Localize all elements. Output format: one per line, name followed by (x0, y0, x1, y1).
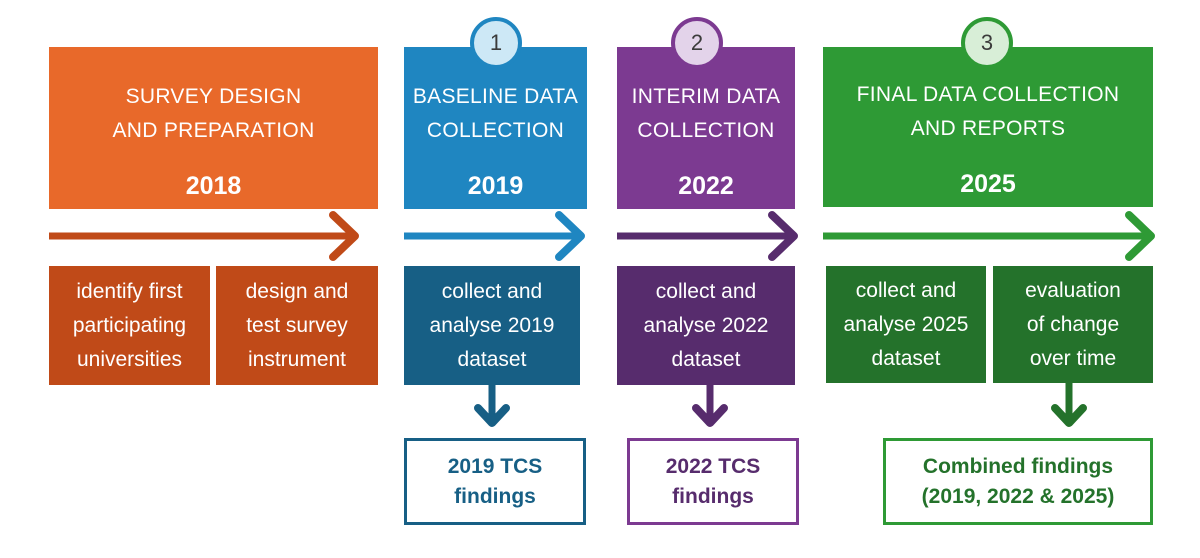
timeline-arrow-blue (404, 211, 585, 261)
phase-title-line1: BASELINE DATA (412, 85, 579, 108)
down-arrow-combined (1051, 383, 1087, 427)
task-line: collect and (441, 279, 543, 303)
task-collect-2025: collect and analyse 2025 dataset (826, 266, 986, 383)
down-arrow-2019 (474, 385, 510, 427)
phase-header-baseline: BASELINE DATA COLLECTION 2019 (404, 47, 587, 209)
task-line: collect and (655, 279, 757, 303)
finding-line: findings (672, 484, 754, 508)
phase-title-line1: INTERIM DATA (631, 85, 781, 108)
phase-title-line2: AND PREPARATION (112, 119, 315, 142)
task-line: analyse 2022 (643, 313, 769, 337)
phase-badge-1: 1 (470, 17, 522, 69)
task-line: over time (1029, 346, 1117, 370)
task-collect-2019: collect and analyse 2019 dataset (404, 266, 580, 385)
timeline-arrow-orange (49, 211, 359, 261)
phase-title-line2: COLLECTION (426, 119, 565, 142)
task-evaluation-change: evaluation of change over time (993, 266, 1153, 383)
task-line: universities (76, 347, 183, 371)
timeline-arrow-green (823, 211, 1155, 261)
phase-year: 2018 (185, 172, 242, 200)
task-line: test survey (246, 313, 348, 337)
phase-badge-2: 2 (671, 17, 723, 69)
phase-year: 2019 (467, 172, 524, 200)
task-line: participating (72, 313, 187, 337)
phase-title-line2: COLLECTION (637, 119, 775, 142)
phase-title-line1: SURVEY DESIGN (125, 85, 302, 108)
timeline-arrow-purple (617, 211, 798, 261)
task-line: dataset (457, 347, 527, 371)
phase-badge-3: 3 (961, 17, 1013, 69)
phase-year: 2022 (678, 172, 734, 200)
task-design-survey: design and test survey instrument (216, 266, 378, 385)
task-line: instrument (247, 347, 347, 371)
task-line: analyse 2019 (429, 313, 555, 337)
phase-title-line1: FINAL DATA COLLECTION (856, 83, 1120, 106)
phase-header-interim: INTERIM DATA COLLECTION 2022 (617, 47, 795, 209)
phase-title-line2: AND REPORTS (910, 117, 1066, 140)
task-line: analyse 2025 (843, 312, 969, 336)
phase-year: 2025 (960, 170, 1016, 198)
task-line: evaluation (1025, 278, 1121, 302)
finding-line: 2019 TCS (447, 454, 543, 478)
phase-header-survey-design: SURVEY DESIGN AND PREPARATION 2018 (49, 47, 378, 209)
task-line: dataset (671, 347, 741, 371)
finding-line: 2022 TCS (665, 454, 761, 478)
finding-combined: Combined findings (2019, 2022 & 2025) (883, 438, 1153, 525)
task-line: design and (245, 279, 349, 303)
finding-2022: 2022 TCS findings (627, 438, 799, 525)
task-line: of change (1026, 312, 1120, 336)
task-line: dataset (871, 346, 941, 370)
task-line: identify first (76, 279, 183, 303)
finding-line: findings (454, 484, 536, 508)
phase-header-final: FINAL DATA COLLECTION AND REPORTS 2025 (823, 47, 1153, 207)
finding-2019: 2019 TCS findings (404, 438, 586, 525)
task-identify-universities: identify first participating universities (49, 266, 210, 385)
task-line: collect and (855, 278, 957, 302)
down-arrow-2022 (692, 385, 728, 427)
finding-line: Combined findings (922, 454, 1114, 478)
finding-line: (2019, 2022 & 2025) (921, 484, 1115, 508)
task-collect-2022: collect and analyse 2022 dataset (617, 266, 795, 385)
